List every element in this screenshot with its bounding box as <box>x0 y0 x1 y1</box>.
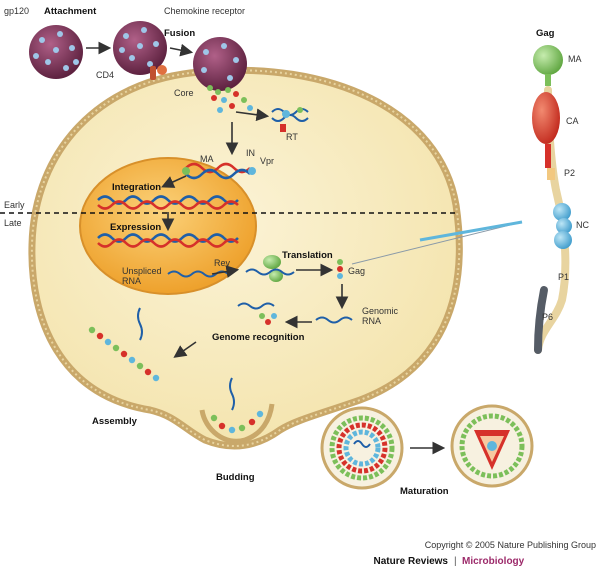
gag-label-p6: P6 <box>542 312 553 322</box>
label-early: Early <box>4 200 25 210</box>
virion-fusion <box>113 21 167 75</box>
label-budding: Budding <box>216 472 255 483</box>
gag-label-p2: P2 <box>564 168 575 178</box>
gag-ca-domain <box>532 92 560 144</box>
gag-nc-domain <box>553 203 571 221</box>
label-chemokine-receptor: Chemokine receptor <box>164 6 245 16</box>
copyright-text: Copyright © 2005 Nature Publishing Group <box>425 540 596 550</box>
label-genomic-1: Genomic <box>362 306 399 316</box>
virion-attachment <box>29 25 83 79</box>
label-integration: Integration <box>112 182 161 193</box>
virion-entering <box>193 37 247 91</box>
label-in: IN <box>246 148 255 158</box>
label-fusion: Fusion <box>164 28 195 39</box>
gag-domain-diagram <box>532 45 572 354</box>
expression-dna <box>97 233 239 248</box>
label-genome-recognition: Genome recognition <box>212 332 305 343</box>
immature-virion <box>320 406 404 490</box>
label-maturation: Maturation <box>400 486 449 497</box>
rt-complex <box>271 107 309 132</box>
cd4-receptor-icon <box>150 65 167 80</box>
label-expression: Expression <box>110 222 161 233</box>
ribosome-icon <box>245 255 295 282</box>
gag-ma-domain <box>533 45 563 75</box>
gag-label-nc: NC <box>576 220 589 230</box>
label-unspliced-1: Unspliced <box>122 266 162 276</box>
label-rev: Rev <box>214 258 231 268</box>
integrated-dna <box>97 195 239 210</box>
gag-pointer-line <box>351 221 523 265</box>
footer-journal: Nature Reviews <box>374 556 449 567</box>
label-gp120: gp120 <box>4 6 29 16</box>
label-unspliced-2: RNA <box>122 276 141 286</box>
label-attachment: Attachment <box>44 6 97 17</box>
label-gag: Gag <box>348 266 365 276</box>
gag-label-ca: CA <box>566 116 579 126</box>
genome-recognition-complex <box>237 302 277 325</box>
budding-virion <box>199 377 275 444</box>
mature-virion <box>450 404 534 488</box>
core-components <box>207 85 253 113</box>
footer-section: Microbiology <box>462 556 525 567</box>
genomic-rna <box>315 316 353 324</box>
label-core: Core <box>174 88 194 98</box>
label-genomic-2: RNA <box>362 316 381 326</box>
label-assembly: Assembly <box>92 416 138 427</box>
gag-label-p1: P1 <box>558 272 569 282</box>
label-vpr: Vpr <box>260 156 274 166</box>
label-rt: RT <box>286 132 298 142</box>
footer-separator: | <box>454 556 457 567</box>
gag-panel-title: Gag <box>536 28 555 39</box>
label-ma: MA <box>200 154 214 164</box>
label-cd4: CD4 <box>96 70 114 80</box>
assembly-lattice <box>88 307 160 382</box>
gag-polyprotein-icon <box>337 259 343 279</box>
label-translation: Translation <box>282 250 333 261</box>
gag-label-ma: MA <box>568 54 582 64</box>
pre-integration-complex <box>182 162 256 180</box>
label-late: Late <box>4 218 22 228</box>
